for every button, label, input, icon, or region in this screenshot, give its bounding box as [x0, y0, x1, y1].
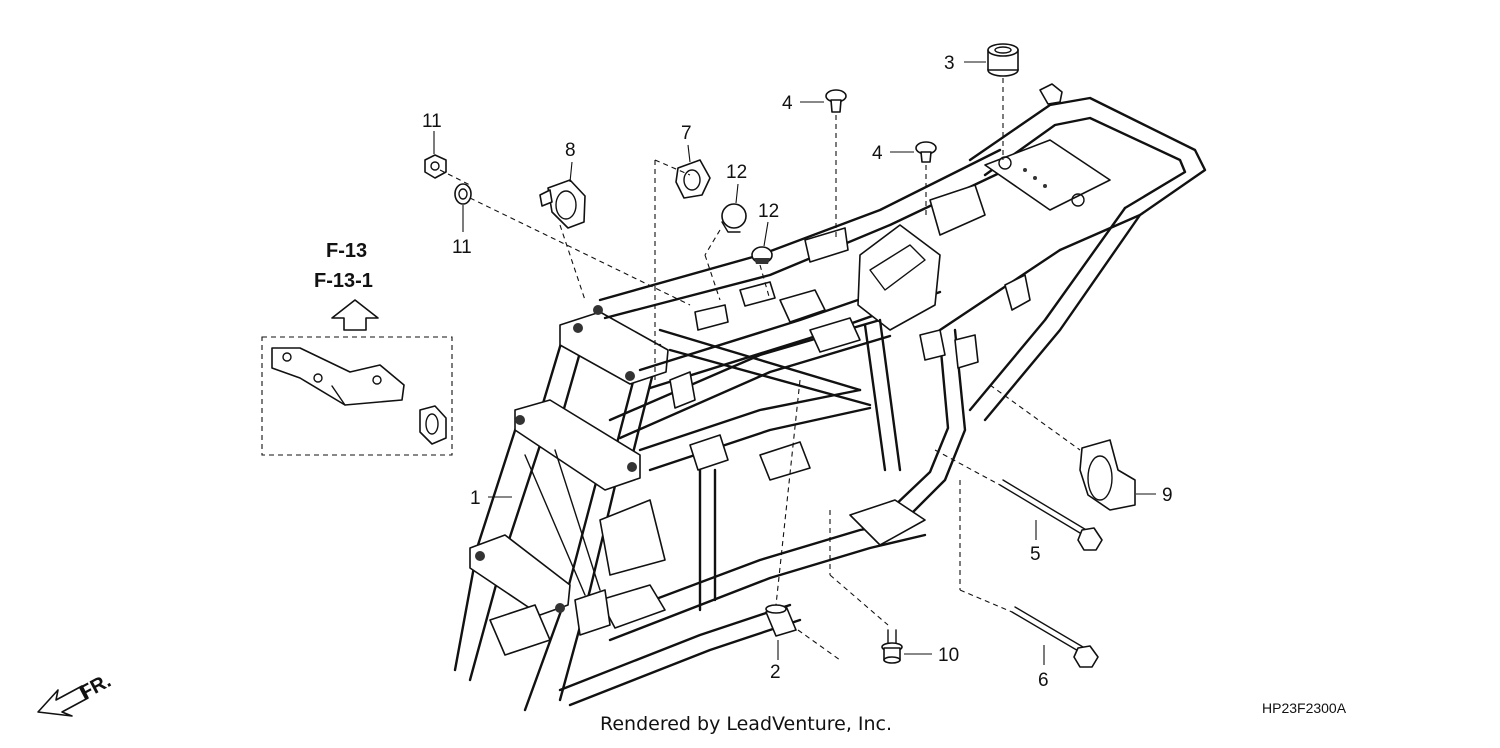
part-7-clamp: [675, 159, 711, 199]
callout-3: 3: [944, 53, 955, 74]
part-11-nut: [424, 154, 447, 179]
callout-8: 8: [565, 140, 576, 161]
callout-12-lower: 12: [758, 201, 779, 222]
credit-line: Rendered by LeadVenture, Inc.: [600, 713, 892, 735]
part-12-cap-small: [751, 246, 773, 264]
up-arrow-icon: [331, 299, 379, 331]
callout-7: 7: [681, 123, 692, 144]
part-2-collar: [765, 604, 797, 637]
callout-12-upper: 12: [726, 162, 747, 183]
front-direction-indicator: FR.: [37, 670, 115, 717]
part-5-bolt: [999, 479, 1103, 551]
leader-lines: [433, 61, 1156, 665]
callout-9: 9: [1162, 485, 1173, 506]
diagram-code: HP23F2300A: [1262, 700, 1347, 716]
part-9-collar: [1079, 439, 1136, 511]
reference-f13[interactable]: F-13 F-13-1: [314, 240, 379, 331]
part-4-rubber-upper: [825, 89, 847, 113]
front-arrow-icon: [37, 685, 89, 717]
reference-label-f13[interactable]: F-13: [326, 240, 367, 262]
callout-11-upper: 11: [422, 111, 442, 132]
callout-5: 5: [1030, 544, 1041, 565]
callout-4-upper: 4: [782, 93, 793, 114]
part-6-bolt: [1011, 606, 1099, 668]
callout-2: 2: [770, 662, 781, 683]
part-11-collar: [454, 183, 472, 205]
reference-inset: [261, 336, 453, 456]
assembly-guides: [439, 78, 1081, 661]
callout-1: 1: [470, 488, 481, 509]
callout-4-lower: 4: [872, 143, 883, 164]
callout-11-lower: 11: [452, 237, 472, 258]
part-10-flange-bolt: [881, 629, 903, 664]
part-3-grommet: [987, 43, 1019, 77]
callout-6: 6: [1038, 670, 1049, 691]
part-4-rubber-lower: [915, 141, 937, 163]
frame-body: [453, 83, 1207, 712]
part-8-clamp: [539, 179, 586, 229]
callout-10: 10: [938, 645, 959, 666]
reference-label-f13-1[interactable]: F-13-1: [314, 270, 373, 292]
part-12-cap-large: [721, 203, 747, 233]
